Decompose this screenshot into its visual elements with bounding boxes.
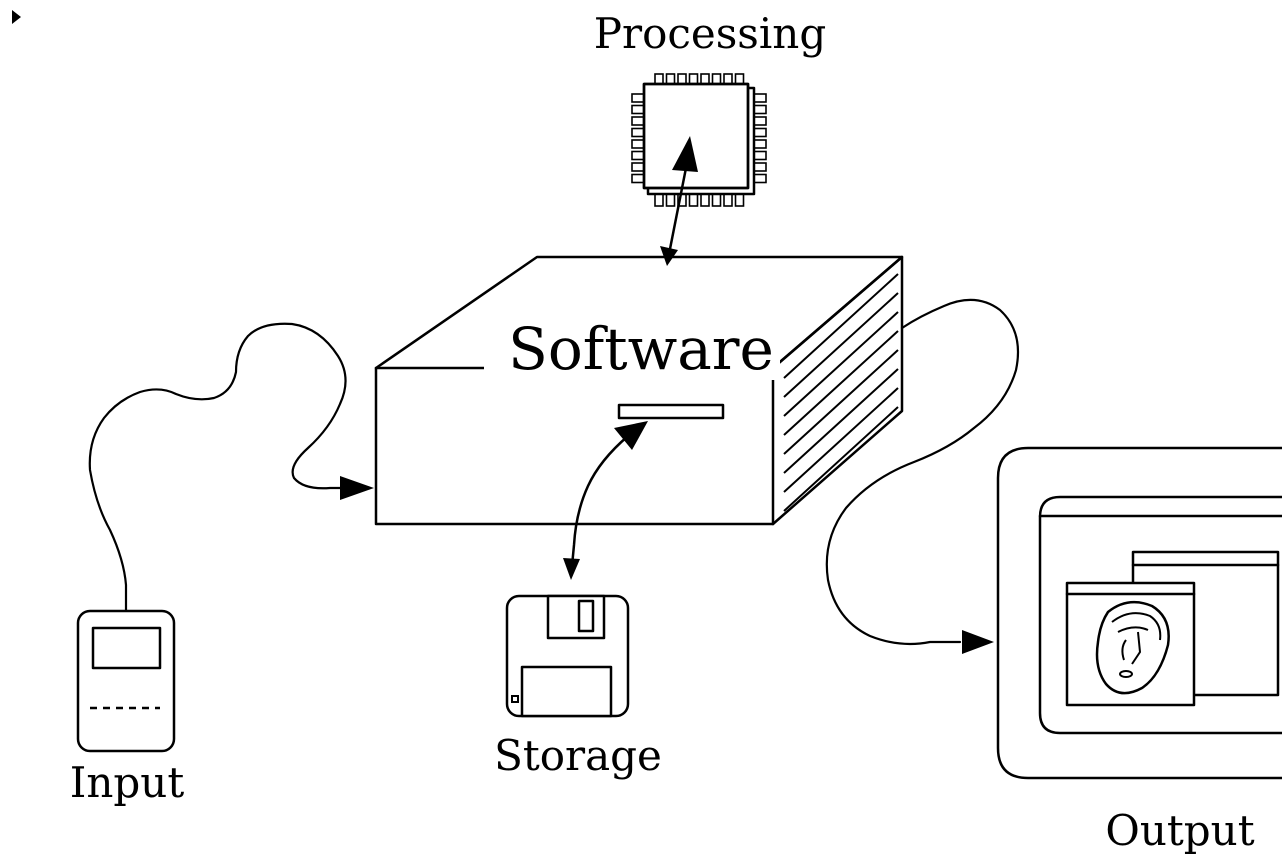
face-drawing-icon	[1095, 600, 1170, 695]
storage-arrowhead-top	[614, 421, 648, 450]
processing-label: Processing	[594, 9, 826, 58]
bullet-triangle-icon[interactable]	[12, 10, 21, 24]
processing-arrowhead-bottom	[660, 246, 678, 266]
input-arrowhead	[340, 476, 374, 500]
computer-box-icon	[374, 255, 904, 526]
processing-arrowhead-top	[672, 136, 698, 172]
floppy-disk-icon	[505, 594, 630, 718]
output-arrowhead	[962, 630, 994, 654]
processing-link	[667, 167, 688, 255]
input-cable	[88, 322, 354, 612]
storage-arrowhead-bottom	[563, 558, 580, 580]
input-label: Input	[70, 758, 185, 807]
software-label: Software	[508, 315, 774, 383]
storage-label: Storage	[494, 731, 662, 780]
cpu-chip-icon	[631, 73, 767, 207]
handheld-device-icon	[76, 609, 176, 753]
output-label: Output	[1105, 806, 1254, 855]
storage-link	[570, 434, 630, 568]
output-cable	[825, 298, 1020, 646]
